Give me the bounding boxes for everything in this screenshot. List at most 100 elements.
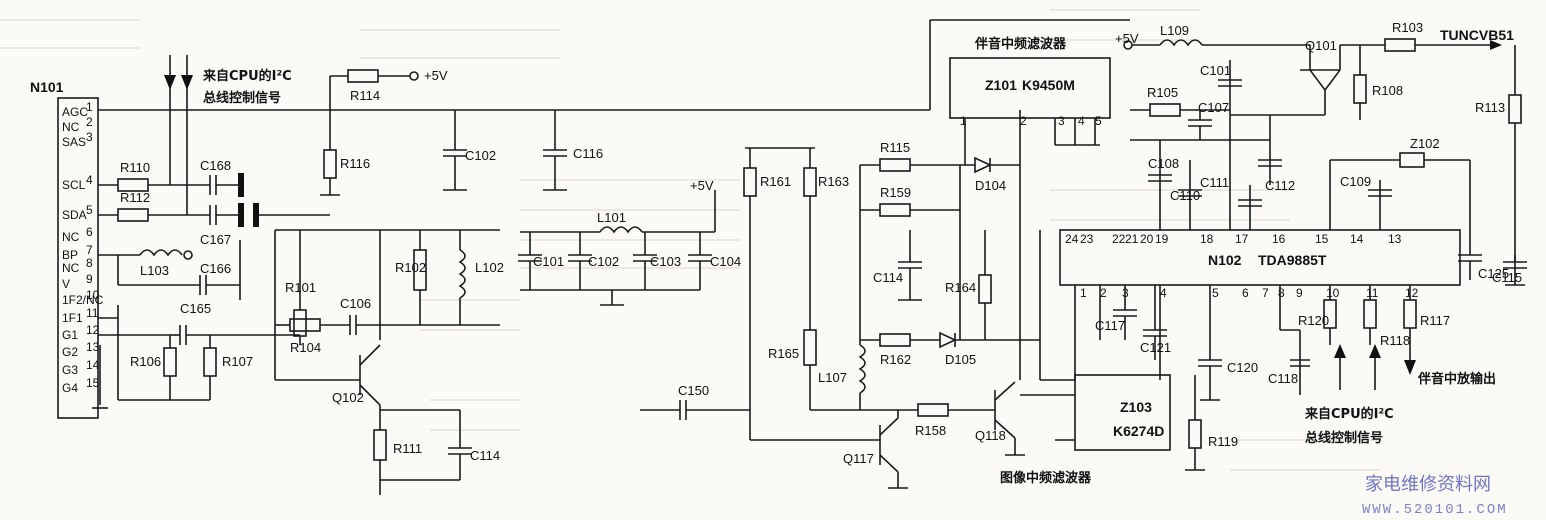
c114-label-right: C114 [873, 270, 903, 285]
r164-label: R164 [945, 280, 976, 295]
q101-output [1123, 38, 1522, 270]
n101-pin-number: 2 [86, 115, 93, 129]
z101-part: K9450M [1022, 77, 1075, 93]
n101-pin-name: G3 [62, 363, 78, 377]
n102-bottom-pin: 8 [1278, 286, 1285, 300]
q102-stage [274, 229, 500, 495]
r104-label: R104 [290, 340, 321, 355]
c116-label: C116 [573, 146, 603, 161]
c150-label: C150 [678, 383, 709, 398]
n102-top-pin: 23 [1080, 232, 1094, 246]
n102-top-pin: 16 [1272, 232, 1286, 246]
sound-if-output-label: 伴音中放输出 [1417, 371, 1496, 387]
agc-bias [320, 69, 567, 196]
q101-label: Q101 [1305, 38, 1337, 53]
c107-label: C107 [1198, 100, 1229, 115]
z102-label: Z102 [1410, 136, 1440, 151]
r111-label: R111 [393, 441, 422, 456]
c101-label: C101 [1200, 63, 1231, 78]
r116-label: R116 [340, 156, 370, 171]
n101-pin-name: 1F1 [62, 311, 83, 325]
n102-bottom-pin: 12 [1405, 286, 1419, 300]
sound-if-filter-label: 伴音中频滤波器 [974, 36, 1067, 52]
c115-label: C115 [1492, 270, 1522, 285]
r115-label: R115 [880, 140, 910, 155]
n101-pin-number: 8 [86, 256, 93, 270]
tuner-cvbs-output: TUNCVB51 [1440, 27, 1514, 43]
n101-pin-number: 3 [86, 130, 93, 144]
c101-label-left: C101 [533, 254, 564, 269]
c104-label: C104 [710, 254, 741, 269]
c165-label: C165 [180, 301, 211, 316]
n102-bottom-pin: 5 [1212, 286, 1219, 300]
r112-label: R112 [120, 190, 150, 205]
n102-top-pin: 21 [1125, 232, 1139, 246]
r165-label: R165 [768, 346, 799, 361]
n101-pin-name: SCL [62, 178, 86, 192]
n101-ref: N101 [30, 79, 64, 95]
c103-label: C103 [650, 254, 681, 269]
n101-pin-name: NC [62, 261, 80, 275]
n102-top-pin: 13 [1388, 232, 1402, 246]
n101-pin-name: V [62, 277, 70, 291]
r161-label: R161 [760, 174, 791, 189]
n101-pin-name: AGC [62, 105, 88, 119]
svg-text:2: 2 [1020, 114, 1027, 128]
c102-label-left: C102 [588, 254, 619, 269]
c102-label: C102 [465, 148, 496, 163]
n101-pin-name: G2 [62, 345, 78, 359]
n101-pin-number: 10 [86, 288, 100, 302]
z101-filter: Z101 K9450M 1 2 3 4 5 [949, 57, 1111, 165]
n102-bottom-pin: 11 [1366, 286, 1379, 300]
c121-label: C121 [1140, 340, 1171, 355]
n101-pin-number: 15 [86, 376, 100, 390]
vcc-label-1: +5V [424, 68, 448, 83]
n101-pin-number: 1 [86, 100, 93, 114]
l101-label: L101 [597, 210, 626, 225]
q118-label: Q118 [975, 428, 1006, 443]
r107-label: R107 [222, 354, 253, 369]
n101-pin-number: 14 [86, 358, 100, 372]
r101-label: R101 [285, 280, 316, 295]
n102-top-pin: 24 [1065, 232, 1079, 246]
n101-pin-number: 5 [86, 203, 93, 217]
q117-label: Q117 [843, 451, 874, 466]
n102-part: TDA9885T [1258, 252, 1327, 268]
n102-bottom-pin: 4 [1160, 286, 1167, 300]
r120-label: R120 [1298, 313, 1329, 328]
n101-pin-name: BP [62, 248, 78, 262]
if-output-network [92, 305, 300, 409]
n101-pin-name: SDA [62, 208, 87, 222]
n101-pin-name: NC [62, 120, 80, 134]
l107-label: L107 [818, 370, 847, 385]
svg-text:3: 3 [1058, 114, 1065, 128]
r110-label: R110 [120, 160, 150, 175]
c108-label: C108 [1148, 156, 1179, 171]
cpu-bus-label-bottom-2: 总线控制信号 [1305, 430, 1383, 446]
image-if-filter-label: 图像中频滤波器 [1000, 470, 1092, 486]
c168-label: C168 [200, 158, 231, 173]
c114-label-left: C114 [470, 448, 500, 463]
c112-label: C112 [1265, 178, 1295, 193]
cpu-bus-arrows-top [164, 55, 193, 215]
q102-label: Q102 [332, 390, 364, 405]
n102-bottom-pin: 7 [1262, 286, 1269, 300]
n102-ref: N102 [1208, 252, 1242, 268]
n102-top-pin: 22 [1112, 232, 1126, 246]
n102-bottom-pin: 10 [1326, 286, 1340, 300]
vcc-label-3: +5V [1115, 31, 1139, 46]
n101-pin-name: 1F2/NC [62, 293, 104, 307]
r108-label: R108 [1372, 83, 1403, 98]
c125-label: C125 [1478, 266, 1509, 281]
r159-label: R159 [880, 185, 911, 200]
scl-sda-paths [98, 173, 330, 227]
c167-label: C167 [200, 232, 231, 247]
n101-pin-number: 7 [86, 243, 93, 257]
n102-bottom-pin: 2 [1100, 286, 1107, 300]
n101-pin-number: 12 [86, 323, 100, 337]
n101-pin-number: 4 [86, 173, 93, 187]
bp-filter [98, 240, 241, 300]
n101-pin-name: SAS [62, 135, 86, 149]
